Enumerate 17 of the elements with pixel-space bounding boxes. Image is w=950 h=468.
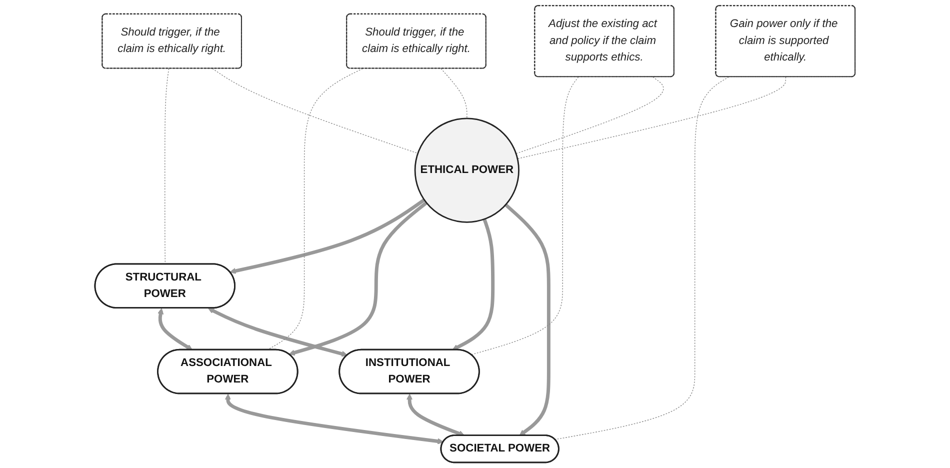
connector — [554, 76, 730, 440]
arrow — [288, 201, 428, 356]
arrow — [504, 203, 550, 436]
connector — [440, 68, 468, 119]
connector — [516, 76, 664, 154]
arrow — [158, 308, 193, 350]
connector — [164, 68, 170, 265]
node-circle: ETHICAL POWER — [414, 118, 520, 223]
arrow — [452, 218, 495, 350]
connector — [266, 68, 364, 350]
connector — [470, 76, 579, 356]
arrow — [230, 198, 426, 274]
arrow — [208, 308, 348, 357]
connector — [517, 76, 786, 160]
arrow — [224, 394, 444, 444]
connector — [212, 68, 418, 154]
arrow — [406, 394, 465, 436]
